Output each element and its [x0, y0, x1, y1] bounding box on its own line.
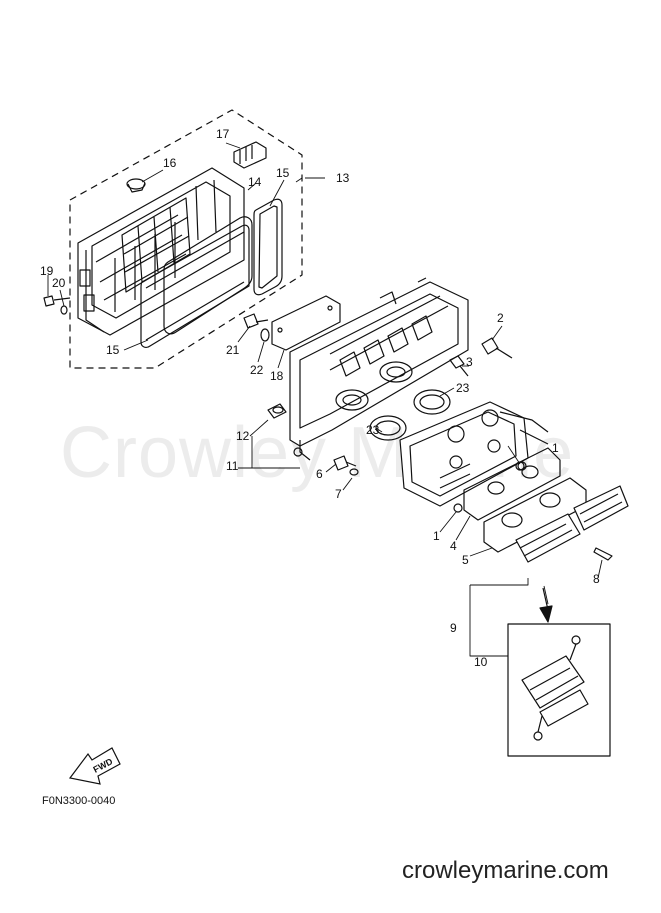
callout-20: 20: [52, 276, 66, 290]
callout-15-upper: 15: [276, 166, 290, 180]
drawing-code: F0N3300-0040: [42, 795, 116, 807]
callout-18: 18: [270, 369, 284, 383]
gasket-15-lower: [140, 224, 250, 348]
reed-valve-assembly-9: [515, 485, 629, 563]
washer-20: [60, 305, 68, 315]
washer-7: [349, 468, 359, 476]
footer-url: crowleymarine.com: [402, 857, 609, 884]
callout-23-lower: 23: [366, 423, 380, 437]
callout-13: 13: [336, 171, 350, 185]
washer-22: [260, 328, 270, 342]
detail-box-10: [507, 623, 611, 757]
callout-12: 12: [236, 429, 250, 443]
callout-8: 8: [593, 572, 600, 586]
callout-2: 2: [497, 311, 504, 325]
callout-11: 11: [226, 459, 239, 473]
fwd-arrow-icon: [68, 747, 121, 785]
connector-17: [233, 141, 267, 169]
bolt-2: [481, 337, 513, 359]
pin-8: [593, 547, 613, 561]
leader-lines: [47, 142, 603, 657]
callout-5: 5: [462, 553, 469, 567]
assembly-13-dashed-boundary: [69, 109, 303, 369]
bolt-21: [243, 313, 269, 329]
bolt-19: [43, 295, 71, 307]
callout-10: 10: [474, 655, 488, 669]
screw-6: [333, 455, 357, 471]
gasket-15-right: [253, 198, 283, 296]
reed-valve-detail: [521, 635, 589, 741]
callout-23-upper: 23: [456, 381, 470, 395]
callout-4: 4: [450, 539, 457, 553]
callout-15-lower: 15: [106, 343, 120, 357]
nut-1-lower: [453, 503, 463, 513]
callout-14: 14: [248, 175, 262, 189]
callout-3: 3: [466, 355, 473, 369]
plate-18: [271, 295, 341, 351]
callout-7: 7: [335, 487, 342, 501]
callout-1-lower: 1: [433, 529, 440, 543]
fitting-3: [449, 355, 469, 377]
callout-22: 22: [250, 363, 264, 377]
callout-17: 17: [216, 127, 230, 141]
intake-housing: [289, 277, 469, 461]
callout-21: 21: [226, 343, 240, 357]
callout-19: 19: [40, 264, 54, 278]
callout-16: 16: [163, 156, 177, 170]
carburetor-assembly: [399, 401, 549, 507]
nut-1-upper: [517, 461, 527, 471]
callout-6: 6: [316, 467, 323, 481]
callout-1-upper: 1: [552, 441, 559, 455]
clip-16: [126, 178, 146, 193]
o-ring-23-upper: [413, 389, 451, 415]
callout-9: 9: [450, 621, 457, 635]
gasket-4: [463, 447, 561, 521]
filter-grille: [121, 197, 191, 293]
grommet-12: [267, 403, 287, 419]
